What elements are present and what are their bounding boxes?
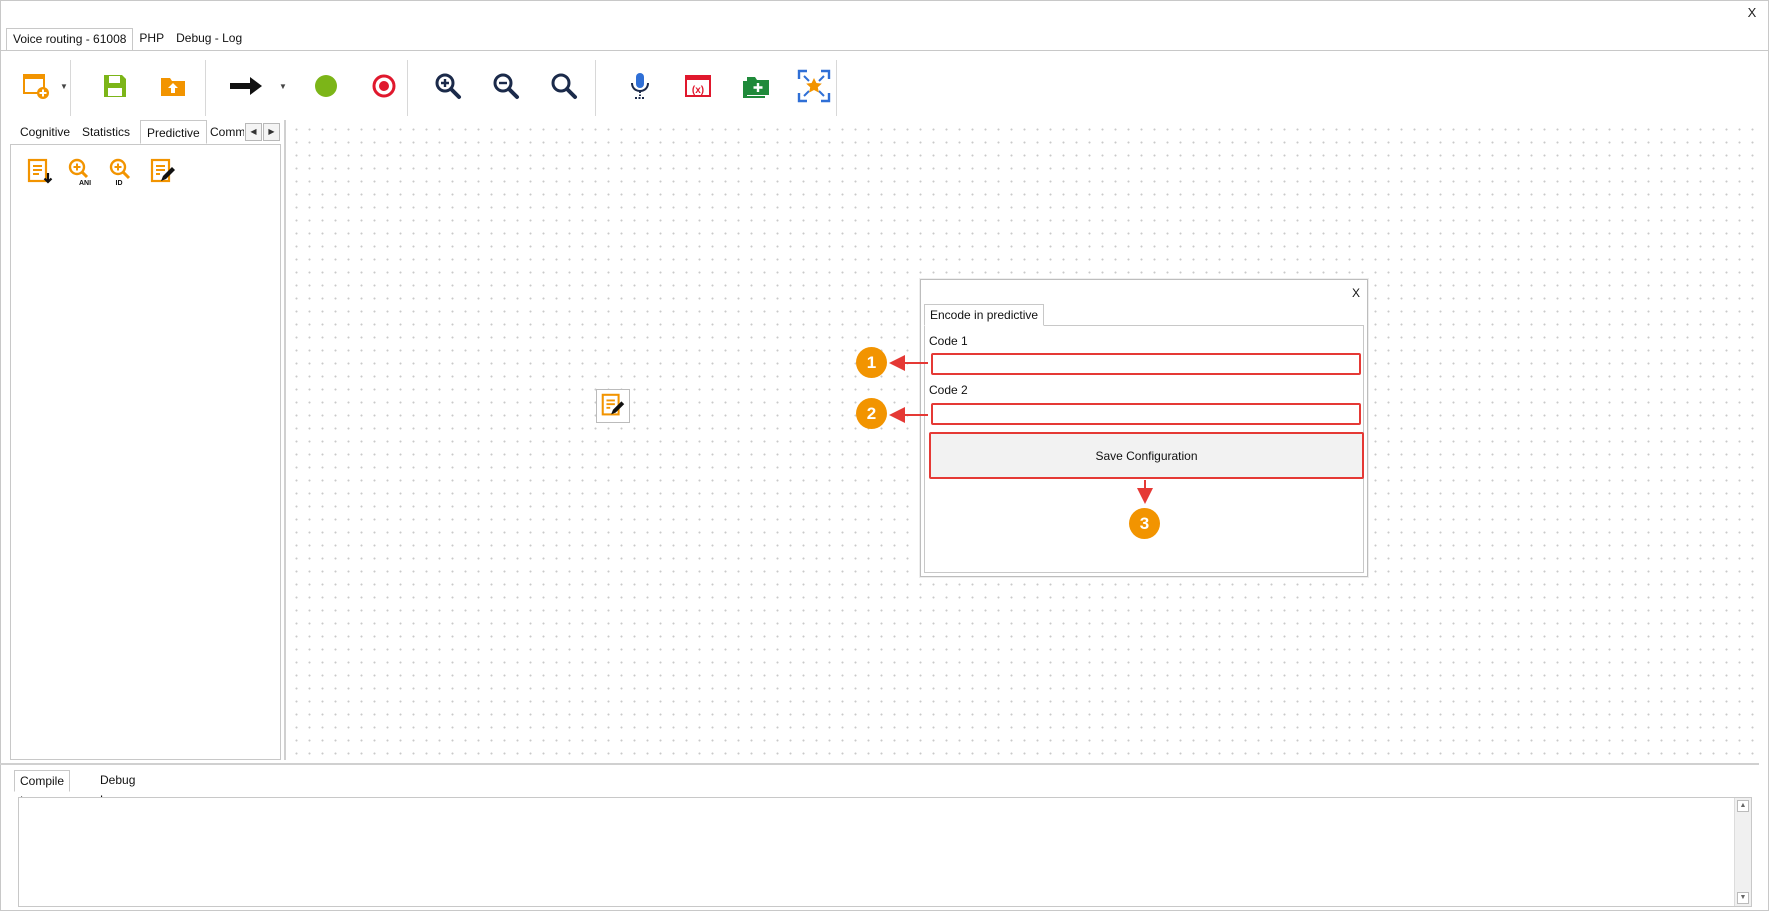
flow-canvas[interactable]: [287, 120, 1762, 760]
record-icon: [372, 74, 396, 98]
new-window-icon: [23, 74, 49, 99]
code-2-label: Code 2: [929, 383, 968, 397]
horizontal-splitter[interactable]: [0, 763, 1759, 765]
tab-voice-routing[interactable]: Voice routing - 61008: [6, 28, 134, 50]
dialog-body: Code 1 Code 2 Save Configuration: [924, 325, 1364, 573]
toolbar-separator: [70, 60, 71, 116]
stop-record-button[interactable]: [362, 58, 406, 114]
search-id-icon: ID: [109, 158, 131, 187]
left-panel-tabs: Cognitive Statistics Predictive Comm ◀ ▶: [10, 120, 281, 144]
new-window-dropdown-caret[interactable]: ▼: [60, 82, 68, 91]
microphone-icon: [631, 73, 649, 99]
annotation-marker-2: 2: [856, 398, 887, 429]
list-download-icon: [27, 158, 53, 184]
tab-statistics[interactable]: Statistics: [82, 125, 131, 139]
list-edit-icon: [150, 158, 175, 183]
green-dot-icon: [315, 75, 337, 97]
dialog-close-button[interactable]: X: [1351, 286, 1360, 300]
code-1-input[interactable]: [931, 353, 1361, 375]
add-folder-button[interactable]: [734, 58, 778, 114]
search-ani-icon: ANI: [68, 158, 91, 187]
microphone-button[interactable]: [618, 58, 662, 114]
tab-comm[interactable]: Comm: [210, 125, 244, 139]
list-edit-icon: [601, 393, 625, 416]
zoom-fit-icon: [551, 73, 577, 99]
tab-debug-log-bottom[interactable]: Debug Log: [100, 773, 136, 807]
arrow-dropdown-caret[interactable]: ▼: [279, 82, 287, 91]
variable-icon: (x): [685, 75, 711, 97]
scroll-down-arrow[interactable]: ▼: [1737, 892, 1749, 904]
encode-predictive-dialog: X Encode in predictive Code 1 Code 2 Sav…: [920, 279, 1368, 577]
tab-cognitive[interactable]: Cognitive: [20, 125, 71, 139]
tab-divider: [0, 50, 1769, 51]
variables-button[interactable]: (x): [676, 58, 720, 114]
zoom-fit-button[interactable]: [542, 58, 586, 114]
scroll-up-arrow[interactable]: ▲: [1737, 800, 1749, 812]
upload-button[interactable]: [151, 58, 195, 114]
predictive-tools-panel: ANI ID: [10, 144, 281, 760]
tab-scroll-left-button[interactable]: ◀: [245, 123, 262, 141]
zoom-in-button[interactable]: [426, 58, 470, 114]
toolbar-separator: [407, 60, 408, 116]
add-folder-icon: [743, 77, 769, 98]
vertical-splitter[interactable]: [284, 120, 286, 760]
code-2-input[interactable]: [931, 403, 1361, 425]
tool-list-download[interactable]: [25, 157, 55, 187]
zoom-out-button[interactable]: [484, 58, 528, 114]
tab-scroll-right-button[interactable]: ▶: [263, 123, 280, 141]
tab-predictive[interactable]: Predictive: [140, 120, 207, 144]
save-icon: [104, 75, 126, 97]
save-configuration-button[interactable]: Save Configuration: [929, 432, 1364, 479]
toolbar-separator: [205, 60, 206, 116]
toolbar-separator: [595, 60, 596, 116]
tool-list-edit[interactable]: [148, 157, 178, 187]
save-button-toolbar[interactable]: [93, 58, 137, 114]
window-close-button[interactable]: X: [1747, 5, 1757, 20]
code-1-label: Code 1: [929, 334, 968, 348]
toolbar-separator: [836, 60, 837, 116]
tab-compile-log[interactable]: Compile Log: [14, 770, 71, 808]
expand-star-icon: [797, 69, 831, 103]
svg-text:(x): (x): [692, 85, 704, 96]
upload-folder-icon: [161, 78, 185, 96]
annotation-marker-1: 1: [856, 347, 887, 378]
canvas-node-encode-predictive[interactable]: [596, 389, 630, 423]
zoom-out-icon: [493, 73, 519, 99]
tool-search-id[interactable]: ID: [107, 157, 137, 187]
annotation-marker-3: 3: [1129, 508, 1160, 539]
tab-debug-log[interactable]: Debug - Log: [176, 31, 243, 45]
id-badge-text: ID: [116, 180, 123, 187]
arrow-right-icon: [230, 77, 262, 95]
tool-search-ani[interactable]: ANI: [66, 157, 96, 187]
left-panel: Cognitive Statistics Predictive Comm ◀ ▶…: [10, 120, 281, 760]
connect-arrow-button[interactable]: [224, 58, 268, 114]
new-window-button[interactable]: [14, 58, 58, 114]
expand-button[interactable]: [792, 58, 836, 114]
tab-php[interactable]: PHP: [139, 31, 165, 45]
ani-badge-text: ANI: [79, 180, 91, 187]
zoom-in-icon: [435, 73, 461, 99]
compile-log-output[interactable]: ▲ ▼: [18, 797, 1752, 907]
log-scrollbar[interactable]: ▲ ▼: [1734, 798, 1751, 906]
start-button[interactable]: [304, 58, 348, 114]
tab-encode-in-predictive[interactable]: Encode in predictive: [924, 304, 1045, 326]
top-tabs: Voice routing - 61008 PHP Debug - Log: [6, 28, 248, 50]
